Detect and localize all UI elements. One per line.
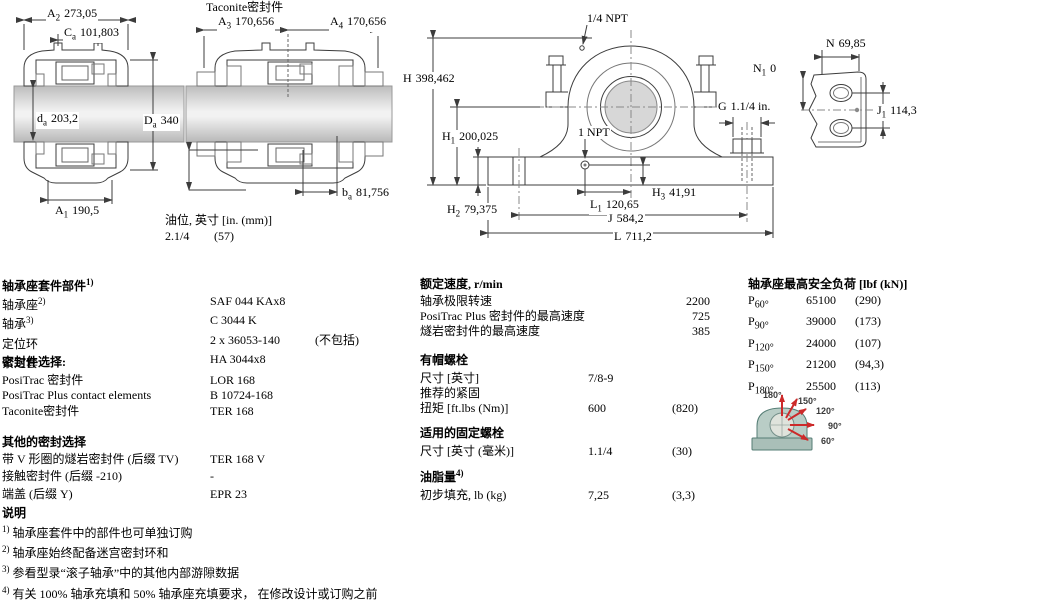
loads-header: 轴承座最高安全负荷 [lbf (kN)] (748, 277, 908, 291)
other-seals-header: 其他的密封选择 (2, 435, 87, 449)
angle-label-120: 120° (816, 406, 835, 416)
note-item: 1)轴承座套件中的部件也可单独订购 (2, 524, 193, 540)
note-item: 4)有关 100% 轴承充填和 50% 轴承座充填要求， 在修改设计或订购之前 (2, 584, 378, 600)
base-plate-drawing (800, 50, 890, 148)
attach-bolts-header: 适用的固定螺栓 (420, 426, 505, 440)
parts-header: 轴承座套件部件1) (2, 277, 94, 293)
grease-section: 油脂量4) 初步填充, lb (kg)7,25(3,3) (420, 466, 720, 503)
load-row: P60°65100(290) (748, 293, 881, 311)
load-direction-diagram (751, 394, 815, 451)
angle-label-180: 180° (763, 390, 782, 400)
other-seals-section: 其他的密封选择 带 V 形圈的燧岩密封件 (后缀 TV)TER 168 V 接触… (2, 434, 412, 503)
load-row: P150°21200(94,3) (748, 357, 884, 375)
spec-row: 带 V 形圈的燧岩密封件 (后缀 TV)TER 168 V (2, 452, 266, 466)
spec-row: 初步填充, lb (kg)7,25(3,3) (420, 488, 695, 502)
spec-row: 轴承座2)SAF 044 KAx8 (2, 294, 286, 312)
cap-bolts-section: 有帽螺栓 尺寸 [英寸]7/8-9 推荐的紧固 扭矩 [ft.lbs (Nm)]… (420, 353, 720, 417)
angle-label-90: 90° (828, 421, 842, 431)
load-row: P90°39000(173) (748, 314, 881, 332)
loads-column: 轴承座最高安全负荷 [lbf (kN)] P60°65100(290) P90°… (748, 277, 1048, 399)
notes-header: 说明 (2, 506, 27, 520)
taconite-seal-title: Taconite密封件 (205, 0, 285, 14)
seals-header: 密封件选择: (2, 355, 66, 369)
ratings-header: 额定速度, r/min (420, 277, 503, 291)
note-item: 2)轴承座始终配备迷宫密封环和 (2, 544, 169, 561)
spec-row: 接触密封件 (后缀 -210)- (2, 469, 214, 484)
spec-row: 尺寸 [英寸 (毫米)]1.1/4(30) (420, 444, 692, 458)
technical-drawings (13, 17, 890, 238)
load-row: P120°24000(107) (748, 335, 881, 354)
oil-level-inches: 2.1/4 (164, 229, 191, 243)
load-arrows (779, 394, 815, 441)
spec-row: 尺寸 [英寸]7/8-9 (420, 371, 614, 385)
spec-row: 推荐的紧固 (420, 386, 481, 401)
oil-level-mm: (57) (213, 229, 235, 243)
middle-section-drawing (185, 27, 393, 196)
npt1-label: 1 NPT (577, 125, 611, 139)
spec-row: 扭矩 [ft.lbs (Nm)]600(820) (420, 401, 698, 416)
oil-level-label: 油位, 英寸 [in. (mm)] (164, 213, 273, 227)
note-item: 3)参看型录“滚子轴承”中的其他内部游隙数据 (2, 564, 240, 581)
spec-row: 端盖 (后缀 Y)EPR 23 (2, 486, 248, 501)
grease-header: 油脂量4) (420, 468, 464, 484)
load-row: P180°25500(113) (748, 378, 881, 396)
npt14-label: 1/4 NPT (586, 11, 630, 25)
cap-bolts-header: 有帽螺栓 (420, 353, 469, 367)
angle-label-150: 150° (798, 396, 817, 406)
attach-bolts-section: 适用的固定螺栓 尺寸 [英寸 (毫米)]1.1/4(30) (420, 426, 720, 459)
spec-row: 轴承3)C 3044 K (2, 313, 257, 332)
angle-label-60: 60° (821, 436, 835, 446)
parts-column: 轴承座套件部件1) 轴承座2)SAF 044 KAx8 轴承3)C 3044 K… (2, 275, 412, 372)
notes-section: 说明 1)轴承座套件中的部件也可单独订购 2)轴承座始终配备迷宫密封环和 3)参… (2, 506, 422, 600)
